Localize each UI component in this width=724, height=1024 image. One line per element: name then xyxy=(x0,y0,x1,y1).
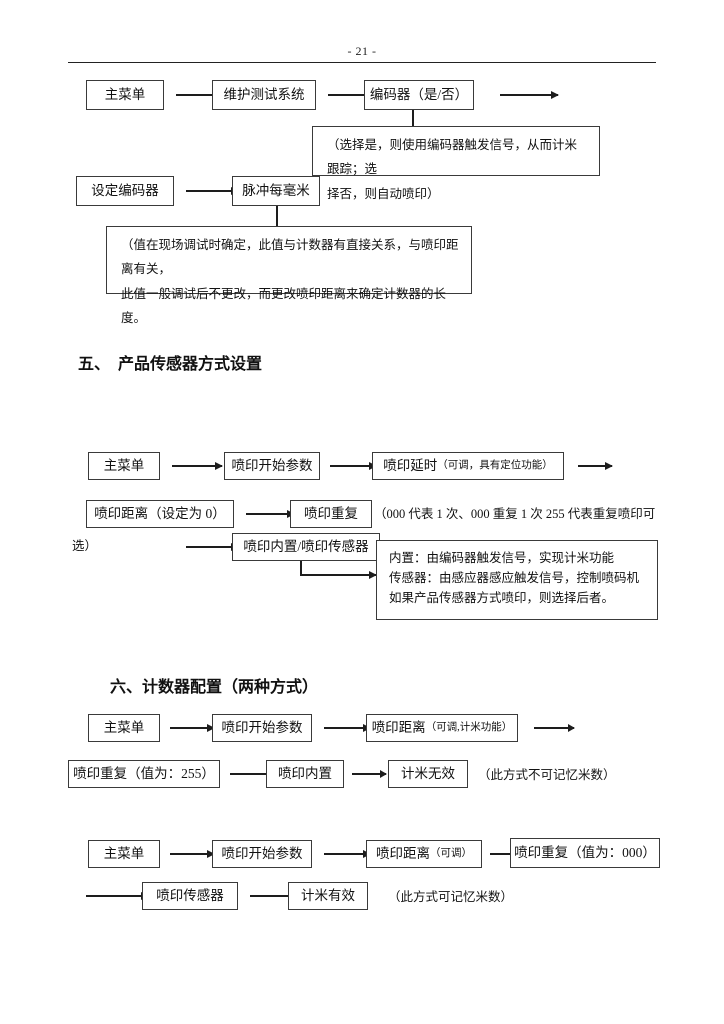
flow-box-set-encoder: 设定编码器 xyxy=(76,176,174,206)
connector-line xyxy=(300,574,368,576)
arrow-right xyxy=(186,546,238,548)
box-label-sub: （可调） xyxy=(430,848,472,860)
section-five-number: 五、 xyxy=(78,356,111,373)
note-line: （值在现场调试时确定，此值与计数器有直接关系，与喷印距离有关， xyxy=(121,238,459,277)
note-line: 内置：由编码器触发信号，实现计米功能 xyxy=(389,551,615,565)
flow-box-print-internal: 喷印内置 xyxy=(266,760,344,788)
section-six-title: 六、计数器配置（两种方式） xyxy=(110,679,319,696)
flow-box-print-repeat-255: 喷印重复（值为：255） xyxy=(68,760,220,788)
page-number: - 21 - xyxy=(347,44,377,58)
flow-box-encoder-yes-no: 编码器（是/否） xyxy=(364,80,474,110)
note-box-pulse-value: （值在现场调试时确定，此值与计数器有直接关系，与喷印距离有关， 此值一般调试后不… xyxy=(106,226,472,325)
connector-line xyxy=(276,206,278,226)
note-line: 如果产品传感器方式喷印，则选择后者。 xyxy=(389,591,615,605)
flow-box-print-distance-counting: 喷印距离（可调,计米功能） xyxy=(366,714,518,742)
flow-box-pulse-per-mm: 脉冲每毫米 xyxy=(232,176,320,206)
arrow-right xyxy=(534,727,574,729)
arrow-right xyxy=(86,895,148,897)
flow-box-main-menu-2: 主菜单 xyxy=(88,452,160,480)
box-label-sub: （可调,计米功能） xyxy=(425,722,513,734)
flow-box-maintenance-test-system: 维护测试系统 xyxy=(212,80,316,110)
box-label-main: 喷印距离 xyxy=(371,719,426,735)
box-label-sub: （可调，具有定位功能） xyxy=(437,460,553,472)
arrow-right xyxy=(176,94,228,96)
arrow-right xyxy=(348,574,376,576)
note-box-internal-sensor: 内置：由编码器触发信号，实现计米功能 传感器：由感应器感应触发信号，控制喷码机 … xyxy=(376,540,658,620)
flow-box-print-start-params-2: 喷印开始参数 xyxy=(212,714,312,742)
flow-box-print-sensor: 喷印传感器 xyxy=(142,882,238,910)
flow-box-counting-invalid: 计米无效 xyxy=(388,760,468,788)
flow-box-print-distance-adjustable: 喷印距离（可调） xyxy=(366,840,482,868)
arrow-right xyxy=(324,853,370,855)
flow-box-print-internal-or-sensor: 喷印内置/喷印传感器 xyxy=(232,533,380,561)
note-line: （选择是，则使用编码器触发信号，从而计米跟踪；选 xyxy=(327,138,578,177)
flow-box-print-start-params-1: 喷印开始参数 xyxy=(224,452,320,480)
flow-box-print-repeat: 喷印重复 xyxy=(290,500,372,528)
arrow-right xyxy=(324,727,370,729)
flow-box-print-start-params-3: 喷印开始参数 xyxy=(212,840,312,868)
arrow-right xyxy=(170,727,214,729)
arrow-right xyxy=(490,853,518,855)
arrow-right xyxy=(578,465,612,467)
print-repeat-note-line1: （000 代表 1 次、000 重复 1 次 255 代表重复喷印可 xyxy=(374,507,656,521)
connector-line xyxy=(300,561,302,575)
flow-box-print-repeat-000: 喷印重复（值为：000） xyxy=(510,838,660,868)
arrow-right xyxy=(352,773,386,775)
header-divider xyxy=(68,62,656,63)
arrow-right xyxy=(186,190,238,192)
print-repeat-note-line2: 选） xyxy=(72,539,98,553)
method2-note: （此方式可记忆米数） xyxy=(388,890,514,904)
arrow-right xyxy=(172,465,222,467)
note-line: 传感器：由感应器感应触发信号，控制喷码机 xyxy=(389,571,640,585)
section-five-title: 产品传感器方式设置 xyxy=(118,356,263,373)
flow-box-print-delay: 喷印延时（可调，具有定位功能） xyxy=(372,452,564,480)
flow-box-main-menu-1: 主菜单 xyxy=(86,80,164,110)
arrow-right xyxy=(330,465,376,467)
flow-box-counting-valid: 计米有效 xyxy=(288,882,368,910)
arrow-right xyxy=(250,895,296,897)
flow-box-main-menu-4: 主菜单 xyxy=(88,840,160,868)
method1-note: （此方式不可记忆米数） xyxy=(478,768,616,782)
box-label-main: 喷印距离 xyxy=(376,845,430,861)
note-box-encoder: （选择是，则使用编码器触发信号，从而计米跟踪；选 择否，则自动喷印） xyxy=(312,126,600,201)
arrow-right xyxy=(328,94,380,96)
arrow-right xyxy=(230,773,280,775)
flow-box-main-menu-3: 主菜单 xyxy=(88,714,160,742)
flow-box-print-distance-set-zero: 喷印距离（设定为 0） xyxy=(86,500,234,528)
note-line: 择否，则自动喷印） xyxy=(327,186,440,201)
arrow-right xyxy=(170,853,214,855)
arrow-right xyxy=(246,513,294,515)
box-label-main: 喷印延时 xyxy=(383,457,438,473)
arrow-right xyxy=(500,94,558,96)
connector-line xyxy=(412,110,414,127)
note-line: 此值一般调试后不更改，而更改喷印距离来确定计数器的长度。 xyxy=(121,286,447,326)
